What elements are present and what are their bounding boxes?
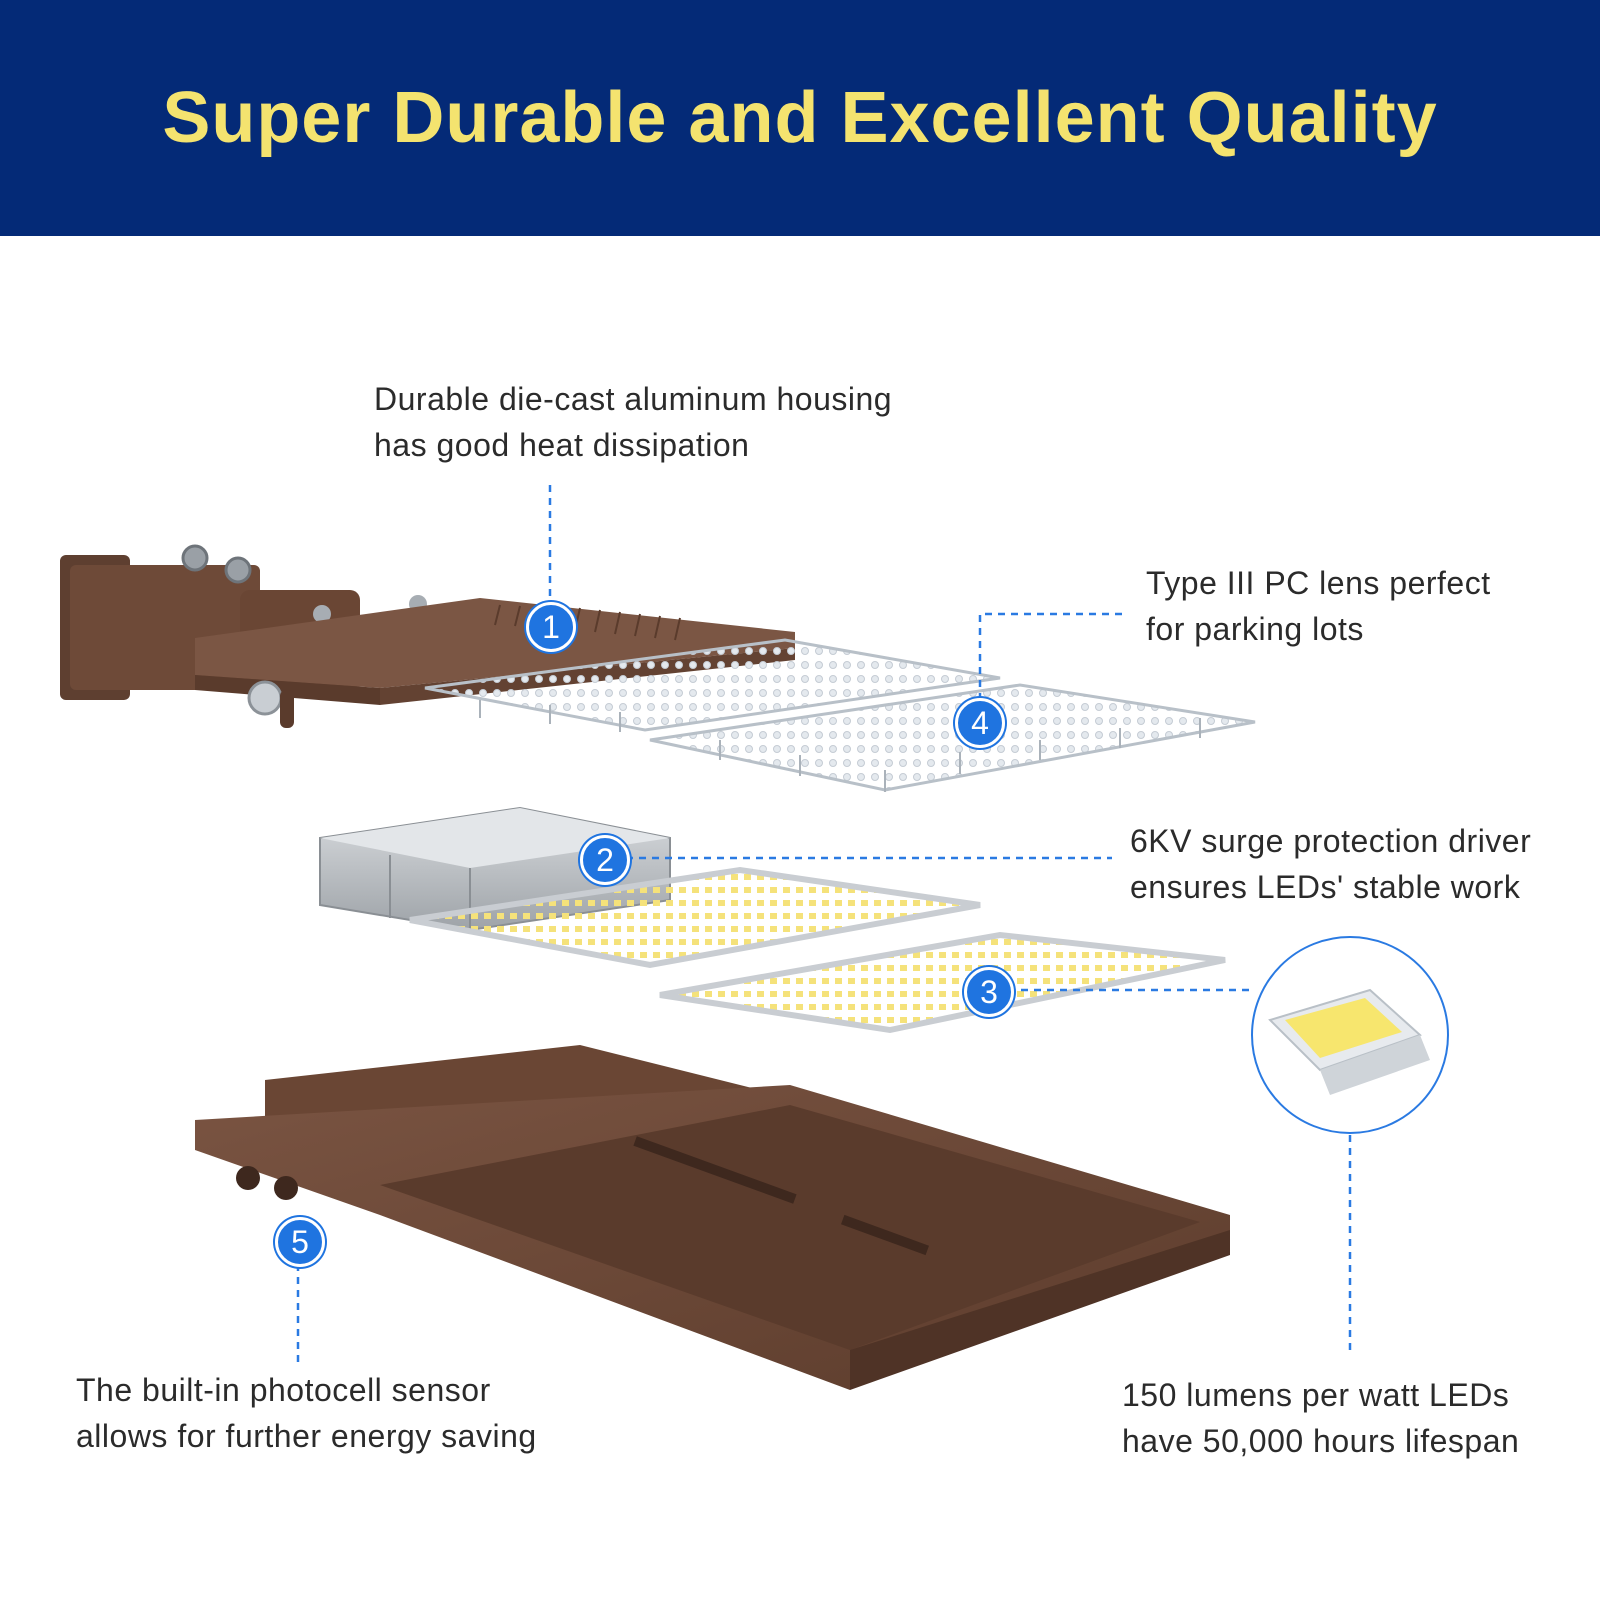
header-banner: Super Durable and Excellent Quality — [0, 0, 1600, 236]
callout-badge-5: 5 — [275, 1217, 325, 1267]
callout-badge-1: 1 — [526, 602, 576, 652]
callout-badge-2: 2 — [580, 835, 630, 885]
caption-housing: Durable die-cast aluminum housing has go… — [374, 376, 892, 468]
caption-leds-line-2: have 50,000 hours lifespan — [1122, 1423, 1520, 1459]
caption-lens-line-2: for parking lots — [1146, 611, 1364, 647]
led-chip-zoom — [1251, 936, 1449, 1134]
caption-housing-line-1: Durable die-cast aluminum housing — [374, 381, 893, 417]
callout-badge-4: 4 — [955, 698, 1005, 748]
pc-lens-panels — [424, 638, 1256, 792]
caption-photocell: The built-in photocell sensor allows for… — [76, 1367, 537, 1459]
caption-leds-line-1: 150 lumens per watt LEDs — [1122, 1377, 1510, 1413]
led-boards — [409, 866, 1226, 1034]
caption-driver-line-2: ensures LEDs' stable work — [1130, 869, 1521, 905]
callout-badge-3: 3 — [964, 967, 1014, 1017]
caption-photocell-line-1: The built-in photocell sensor — [76, 1372, 491, 1408]
caption-lens: Type III PC lens perfect for parking lot… — [1146, 560, 1491, 652]
caption-leds: 150 lumens per watt LEDs have 50,000 hou… — [1122, 1372, 1519, 1464]
caption-photocell-line-2: allows for further energy saving — [76, 1418, 537, 1454]
leader-lines — [296, 485, 1352, 1368]
page-title: Super Durable and Excellent Quality — [162, 78, 1438, 158]
bottom-tray — [195, 1045, 1230, 1390]
caption-driver: 6KV surge protection driver ensures LEDs… — [1130, 818, 1531, 910]
caption-housing-line-2: has good heat dissipation — [374, 427, 750, 463]
caption-lens-line-1: Type III PC lens perfect — [1146, 565, 1491, 601]
caption-driver-line-1: 6KV surge protection driver — [1130, 823, 1532, 859]
